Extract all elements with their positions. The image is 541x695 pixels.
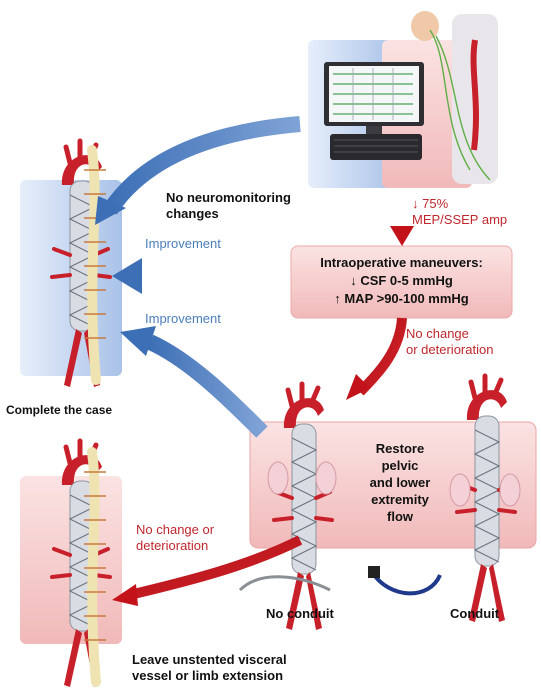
- no-neuromonitoring-changes-label: No neuromonitoring changes: [166, 190, 291, 222]
- amplitude-drop-label: ↓ 75% MEP/SSEP amp: [412, 196, 507, 228]
- conduit-graft: [372, 572, 440, 593]
- neuromonitoring-setup-illustration: [308, 11, 498, 188]
- middle-no-change-label: No change or deterioration: [406, 326, 493, 358]
- no-neuromonitoring-line1: No neuromonitoring: [166, 190, 291, 206]
- arrow-restore-to-complete: [150, 342, 262, 432]
- maneuvers-map: ↑ MAP >90-100 mmHg: [291, 290, 512, 308]
- bottom-no-change-line2: deterioration: [136, 538, 214, 554]
- improvement-label-1: Improvement: [145, 236, 221, 251]
- kidney-right-icon-2: [500, 474, 520, 506]
- kidney-left-icon: [268, 462, 288, 494]
- restore-line5: flow: [350, 508, 450, 525]
- bottom-no-change-line1: No change or: [136, 522, 214, 538]
- conduit-connector: [368, 566, 380, 578]
- no-conduit-label: No conduit: [266, 606, 334, 622]
- kidney-left-icon-2: [450, 474, 470, 506]
- restore-line2: pelvic: [350, 457, 450, 474]
- leave-unstented-caption: Leave unstented visceral vessel or limb …: [132, 652, 287, 684]
- arrow-maneuvers-to-restore: [360, 318, 402, 392]
- restore-line1: Restore: [350, 440, 450, 457]
- patient-head: [411, 11, 439, 41]
- leave-unstented-line2: vessel or limb extension: [132, 668, 287, 684]
- keyboard: [330, 134, 422, 160]
- no-neuromonitoring-line2: changes: [166, 206, 291, 222]
- amplitude-drop-line2: MEP/SSEP amp: [412, 212, 507, 228]
- complete-case-caption: Complete the case: [6, 402, 112, 418]
- restore-flow-text: Restore pelvic and lower extremity flow: [350, 440, 450, 525]
- amplitude-drop-line1: ↓ 75%: [412, 196, 507, 212]
- maneuvers-title: Intraoperative maneuvers:: [291, 254, 512, 272]
- sheath-no-conduit: [240, 577, 330, 590]
- restore-line4: extremity: [350, 491, 450, 508]
- bottom-no-change-label: No change or deterioration: [136, 522, 214, 554]
- restore-line3: and lower: [350, 474, 450, 491]
- improvement-label-2: Improvement: [145, 311, 221, 326]
- maneuvers-text: Intraoperative maneuvers: ↓ CSF 0-5 mmHg…: [291, 254, 512, 308]
- leave-unstented-line1: Leave unstented visceral: [132, 652, 287, 668]
- kidney-right-icon: [316, 462, 336, 494]
- conduit-label: Conduit: [450, 606, 499, 622]
- middle-no-change-line1: No change: [406, 326, 493, 342]
- middle-no-change-line2: or deterioration: [406, 342, 493, 358]
- maneuvers-csf: ↓ CSF 0-5 mmHg: [291, 272, 512, 290]
